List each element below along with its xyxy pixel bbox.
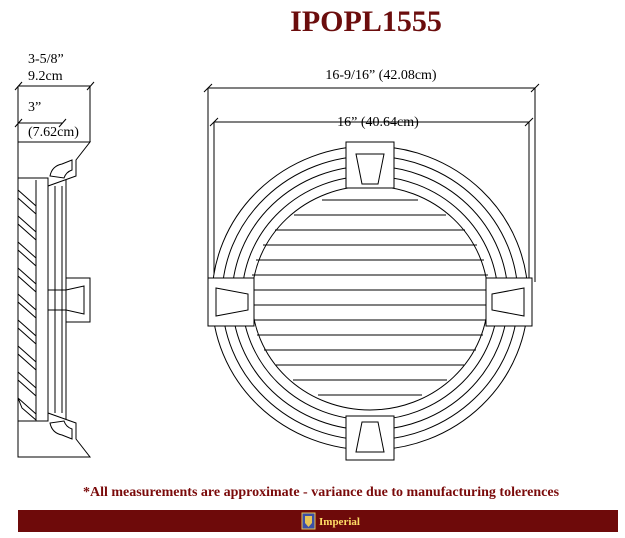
profile-louvers	[17, 188, 37, 422]
imperial-crest-icon	[301, 512, 316, 530]
depth-inches-label: 3-5/8”	[28, 52, 64, 67]
brand-name: Imperial	[319, 516, 360, 528]
brand-banner	[18, 510, 618, 532]
front-louvers	[252, 199, 488, 396]
inner-depth-cm-label: (7.62cm)	[28, 125, 79, 140]
front-view	[203, 83, 540, 461]
inner-depth-inches-label: 3”	[28, 100, 41, 115]
model-title: IPOPL1555	[290, 5, 442, 38]
inner-width-label: 16” (40.64cm)	[337, 115, 419, 130]
outer-ring	[211, 145, 529, 451]
keystone-bottom	[345, 415, 395, 461]
side-profile-view	[14, 81, 95, 458]
disclaimer-text: *All measurements are approximate - vari…	[83, 485, 560, 500]
depth-cm-label: 9.2cm	[28, 69, 63, 84]
keystone-right	[485, 277, 533, 327]
keystone-left	[207, 277, 255, 327]
keystone-top	[345, 141, 395, 189]
overall-width-label: 16-9/16” (42.08cm)	[325, 68, 437, 83]
profile-top-trim	[17, 141, 92, 187]
profile-bottom-trim	[17, 412, 92, 458]
